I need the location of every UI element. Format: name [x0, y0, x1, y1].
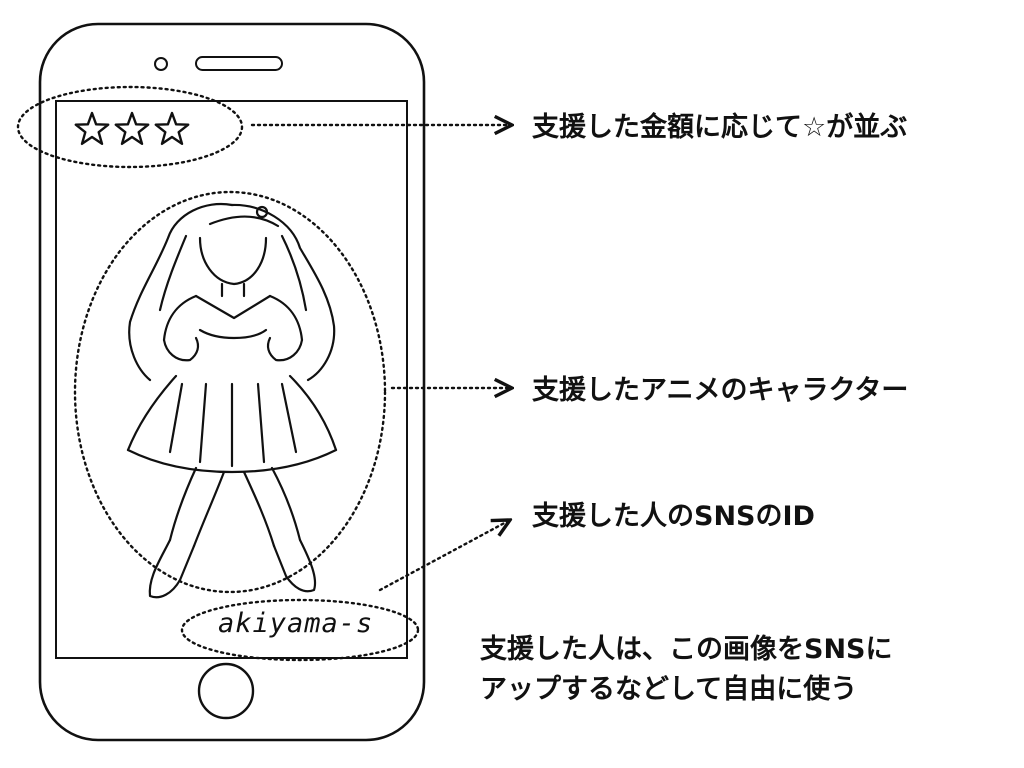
- sns-username: akiyama-s: [218, 608, 374, 639]
- camera-dot: [154, 57, 168, 71]
- phone-frame: [38, 22, 426, 742]
- character-highlight-ellipse: [73, 190, 387, 594]
- stars-highlight-ellipse: [16, 85, 244, 169]
- username-highlight-ellipse: [180, 598, 420, 662]
- star-rating: [74, 111, 190, 145]
- usage-note-line-1: 支援した人は、この画像をSNSに: [480, 634, 893, 665]
- star-icon: [114, 111, 150, 145]
- sns-id-callout-label: 支援した人のSNSのID: [532, 501, 815, 532]
- character-callout-label: 支援したアニメのキャラクター: [532, 375, 909, 406]
- home-button[interactable]: [197, 662, 255, 720]
- usage-note: 支援した人は、この画像をSNSに アップするなどして自由に使う: [480, 630, 893, 710]
- stars-callout-label: 支援した金額に応じて☆が並ぶ: [532, 112, 908, 143]
- anime-character-illustration: [126, 202, 338, 599]
- sns-id-callout-arrow: [378, 520, 510, 592]
- usage-note-line-2: アップするなどして自由に使う: [480, 674, 858, 705]
- star-icon: [154, 111, 190, 145]
- star-icon: [74, 111, 110, 145]
- phone-screen: [55, 100, 408, 659]
- speaker-slot: [195, 56, 283, 71]
